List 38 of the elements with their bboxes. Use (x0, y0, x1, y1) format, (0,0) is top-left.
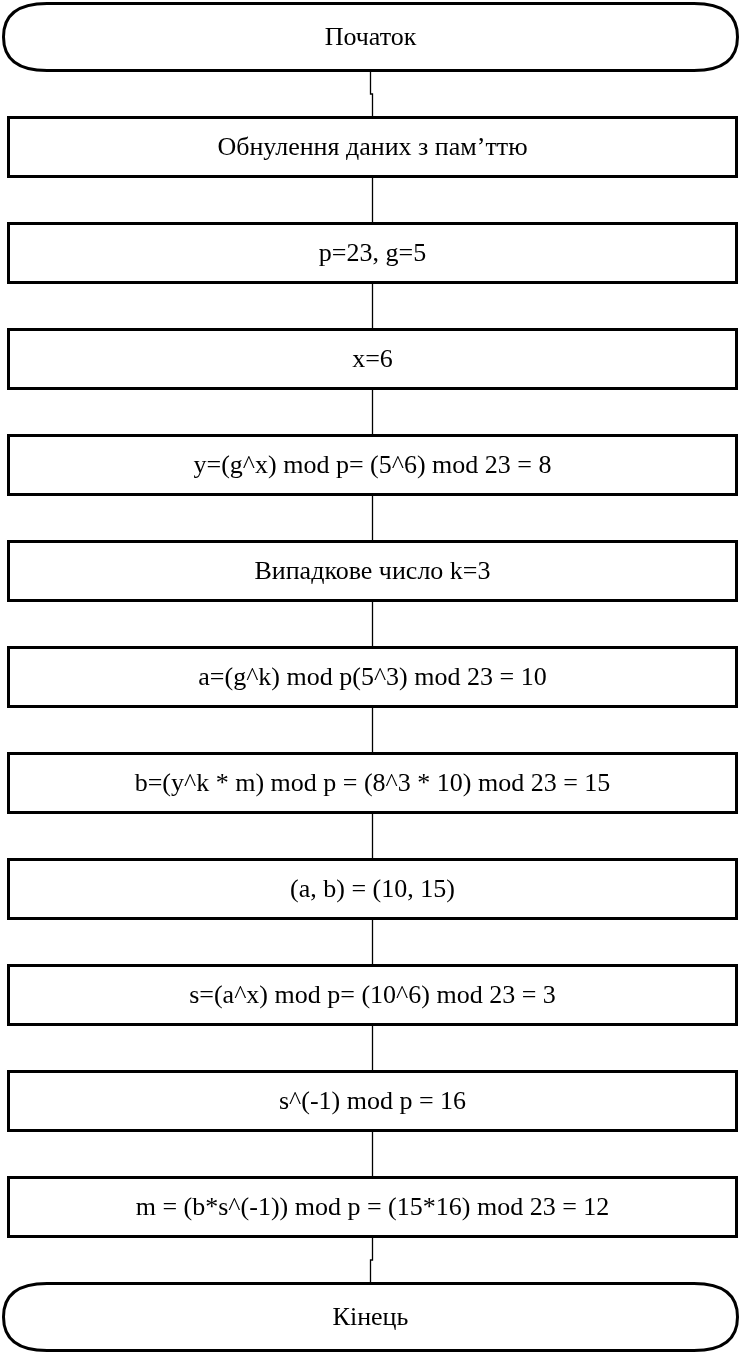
process-box (7, 1176, 738, 1238)
connector-line (371, 601, 374, 647)
process-box (7, 434, 738, 496)
node-label: a=(g^k) mod p(5^3) mod 23 = 10 (198, 662, 547, 692)
node-label: Випадкове число k=3 (254, 556, 491, 586)
node-label: x=6 (352, 344, 393, 374)
process-box (7, 222, 738, 284)
connector-line (371, 283, 374, 329)
connector-line (371, 1131, 374, 1177)
process-box (7, 752, 738, 814)
node-label: (a, b) = (10, 15) (290, 874, 455, 904)
connector-line (371, 919, 374, 965)
node-label: p=23, g=5 (318, 238, 427, 268)
connector-line (371, 707, 374, 753)
node-label: m = (b*s^(-1)) mod p = (15*16) mod 23 = 12 (135, 1192, 610, 1222)
terminator-shape (2, 2, 739, 72)
connector-line (371, 495, 374, 541)
terminator-shape (2, 1282, 739, 1352)
node-label: s^(-1) mod p = 16 (278, 1086, 467, 1116)
connector-line (371, 813, 374, 859)
node-label: b=(y^k * m) mod p = (8^3 * 10) mod 23 = 15 (134, 768, 611, 798)
node-label: Початок (324, 22, 417, 52)
process-box (7, 1070, 738, 1132)
process-box (7, 540, 738, 602)
process-box (7, 116, 738, 178)
process-box (7, 328, 738, 390)
node-label: s=(a^x) mod p= (10^6) mod 23 = 3 (189, 980, 556, 1010)
connector-line (369, 1237, 374, 1283)
connector-line (369, 71, 374, 117)
connector-line (371, 389, 374, 435)
node-label: Обнулення даних з пам’ттю (217, 132, 528, 162)
process-box (7, 646, 738, 708)
connector-line (371, 1025, 374, 1071)
process-box (7, 858, 738, 920)
node-label: y=(g^x) mod p= (5^6) mod 23 = 8 (193, 450, 552, 480)
process-box (7, 964, 738, 1026)
node-label: Кінець (332, 1302, 409, 1332)
connector-line (371, 177, 374, 223)
